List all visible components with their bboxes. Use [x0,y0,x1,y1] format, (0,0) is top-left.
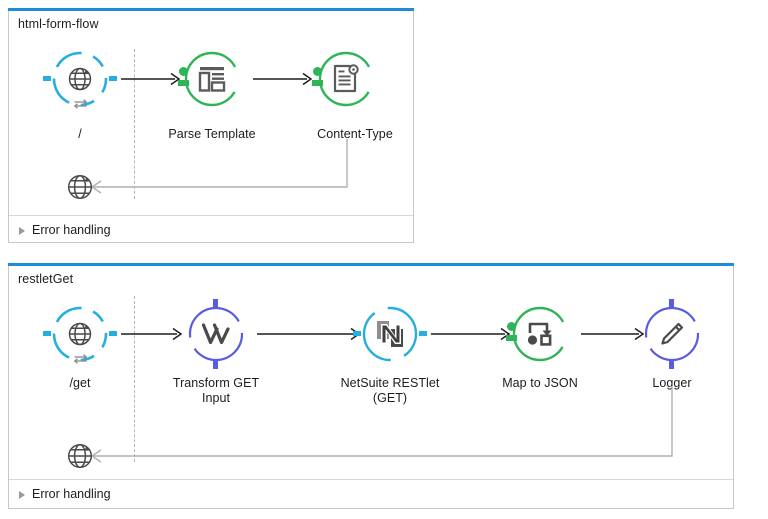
connector-tab-right [419,331,427,336]
error-handling-section[interactable]: Error handling [19,223,111,238]
node-parse-template[interactable] [178,50,241,108]
response-globe-icon [65,441,95,471]
inbound-connector-tab-right [109,76,117,81]
http-listener-ring [51,305,109,363]
inbound-dot-icon [179,67,188,76]
error-handling-divider [9,479,733,480]
node-label-transform-get-input: Transform GET Input [172,376,260,405]
connector-tab-left [353,331,361,336]
http-listener-globe-icon [51,50,109,108]
connector-arrow-3 [431,327,513,341]
node-label-netsuite-restlet-get: NetSuite RESTlet (GET) [340,376,440,405]
logger-pencil-icon [643,305,701,363]
node-label-http-listener-source: /get [69,376,91,390]
source-process-divider [134,49,135,199]
node-http-listener-source[interactable] [43,305,117,364]
node-netsuite-restlet-get[interactable] [353,305,427,363]
green-processor-ring [317,50,375,108]
node-logger[interactable] [643,299,701,369]
connector-arrow-1 [121,327,185,341]
flow-title: restletGet [18,272,74,286]
expand-triangle-icon[interactable] [19,490,25,499]
inbound-connector-tab-left [43,76,51,81]
transform-message-icon [187,305,245,363]
node-transform-get-input[interactable] [187,299,245,369]
connector-arrow-2 [253,72,315,86]
inbound-connector-tab-right [109,331,117,336]
connector-arrow-2 [257,327,363,341]
node-http-listener-source[interactable] [43,50,117,109]
flow-header-bar [8,263,734,266]
map-transform-icon [511,305,569,363]
inbound-dash-icon [312,80,323,86]
inbound-dash-icon [178,80,189,86]
response-return-path [61,139,361,199]
flow-header-bar [8,8,414,11]
set-property-document-gear-icon [317,50,375,108]
node-label-map-to-json: Map to JSON [502,376,578,390]
connector-arrow-4 [581,327,647,341]
inbound-connector-tab-left [43,331,51,336]
error-handling-section[interactable]: Error handling [19,487,111,502]
node-map-to-json[interactable] [506,305,569,363]
flow-container-restletGet[interactable]: restletGet [8,263,734,509]
connector-arrow-1 [121,72,183,86]
node-label-http-listener-source: / [78,127,82,141]
connector-ring [361,305,419,363]
source-process-divider [134,296,135,462]
error-handling-divider [9,215,413,216]
flow-title: html-form-flow [18,17,99,31]
processor-tab-bottom [213,360,218,369]
expand-triangle-icon[interactable] [19,226,25,235]
inbound-dot-icon [507,322,516,331]
netsuite-n-icon [361,305,419,363]
node-label-parse-template: Parse Template [168,127,256,141]
processor-tab-bottom [669,360,674,369]
inbound-dash-icon [506,335,517,341]
http-listener-globe-icon [51,305,109,363]
request-response-exchange-icon [73,352,88,364]
parse-template-icon [183,50,241,108]
response-return-path [61,386,691,464]
node-content-type[interactable] [312,50,375,108]
inbound-dot-icon [313,67,322,76]
processor-tab-top [213,299,218,308]
request-response-exchange-icon [73,97,88,109]
green-processor-ring [183,50,241,108]
flow-container-html-form-flow[interactable]: html-form-flow [8,8,414,243]
green-processor-ring [511,305,569,363]
http-listener-ring [51,50,109,108]
node-label-content-type: Content-Type [317,127,393,141]
response-globe-icon [65,172,95,202]
error-handling-label: Error handling [32,487,111,501]
error-handling-label: Error handling [32,223,111,237]
processor-tab-top [669,299,674,308]
node-label-logger: Logger [652,376,692,390]
